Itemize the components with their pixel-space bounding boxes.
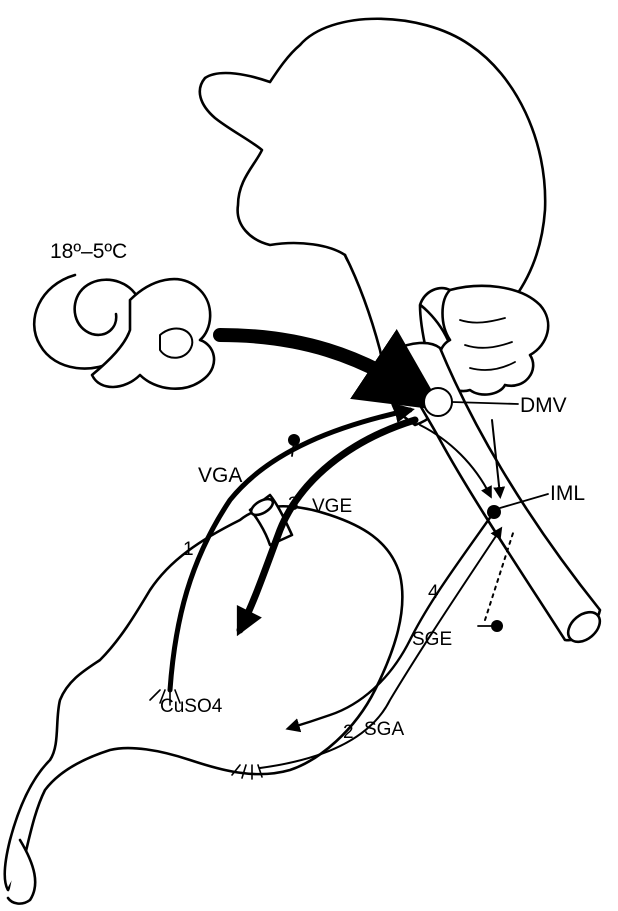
pathway-1-label: 1 xyxy=(183,539,194,560)
pathway-4-label: 4 xyxy=(428,582,439,603)
iml-label: IML xyxy=(550,482,585,505)
pathway-3-label: 3 xyxy=(288,494,299,515)
pathway-sga-dotted xyxy=(485,530,514,620)
cerebellum xyxy=(440,286,549,395)
cuso4-label: CuSO4 xyxy=(160,696,223,717)
sge-synapse-dot xyxy=(491,620,503,632)
vga-label: VGA xyxy=(198,464,242,487)
sga-label: SGA xyxy=(364,719,404,740)
temperature-label: 18º–5ºC xyxy=(50,240,127,263)
vge-label: VGE xyxy=(312,496,352,517)
sge-label: SGE xyxy=(412,629,452,650)
dmv-nucleus xyxy=(424,388,452,416)
vga-synapse-dot xyxy=(288,434,300,446)
dmv-label: DMV xyxy=(520,394,567,417)
pathway-2-label: 2 xyxy=(343,722,354,743)
